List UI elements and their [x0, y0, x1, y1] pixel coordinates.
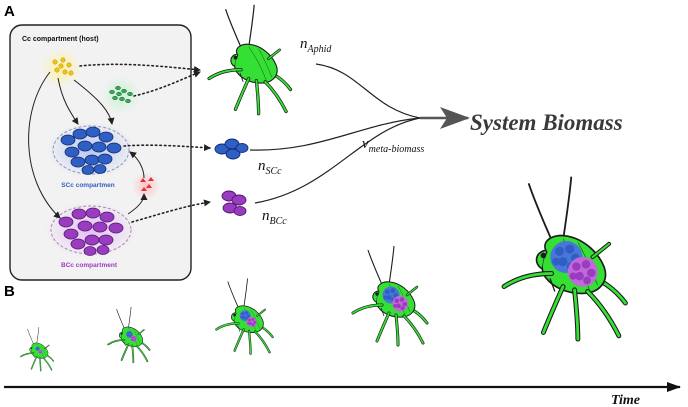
host-box-label: Cc compartment (host) [22, 36, 99, 43]
outflow-arrows [79, 63, 211, 223]
scc-population-blob [35, 346, 40, 351]
bcc-population-blob [567, 256, 598, 287]
bcc-cell-group [221, 190, 247, 216]
growth-stage-aphid-5 [504, 177, 625, 339]
bcc-compartment-label: BCc compartment [61, 262, 118, 269]
n-scc-label: nSCc [258, 158, 282, 177]
green-metabolite-cluster [101, 75, 141, 115]
n-aphid-label: nAphid [300, 36, 332, 55]
adult-aphid-illustration [207, 3, 293, 116]
v-meta-biomass-label: vmeta-biomass [362, 136, 424, 155]
growth-stage-aphid-2 [107, 306, 151, 364]
internal-flux-arrows [28, 71, 148, 219]
sugar-source [41, 48, 81, 88]
red-metabolite [132, 172, 160, 200]
bcc-population-blob [130, 335, 137, 342]
bcc-population-blob [392, 295, 409, 312]
panel-b-letter: B [4, 283, 15, 300]
n-bcc-label: nBCc [262, 208, 287, 227]
system-biomass-title: System Biomass [470, 110, 623, 135]
converging-biomass-curves [249, 63, 421, 204]
bcc-population-blob [246, 316, 257, 328]
growth-stage-aphid-3 [215, 277, 274, 355]
bcc-compartment [45, 202, 137, 258]
time-axis-label: Time [611, 393, 640, 407]
growth-stage-aphid-4 [351, 244, 429, 347]
growth-stage-aphid-1 [20, 326, 55, 372]
bcc-population-blob [38, 350, 43, 354]
panel-a-letter: A [4, 3, 15, 20]
scc-compartment-label: SCc compartmen [61, 182, 114, 189]
scc-cell-group [214, 138, 249, 160]
scc-compartment [47, 122, 135, 178]
